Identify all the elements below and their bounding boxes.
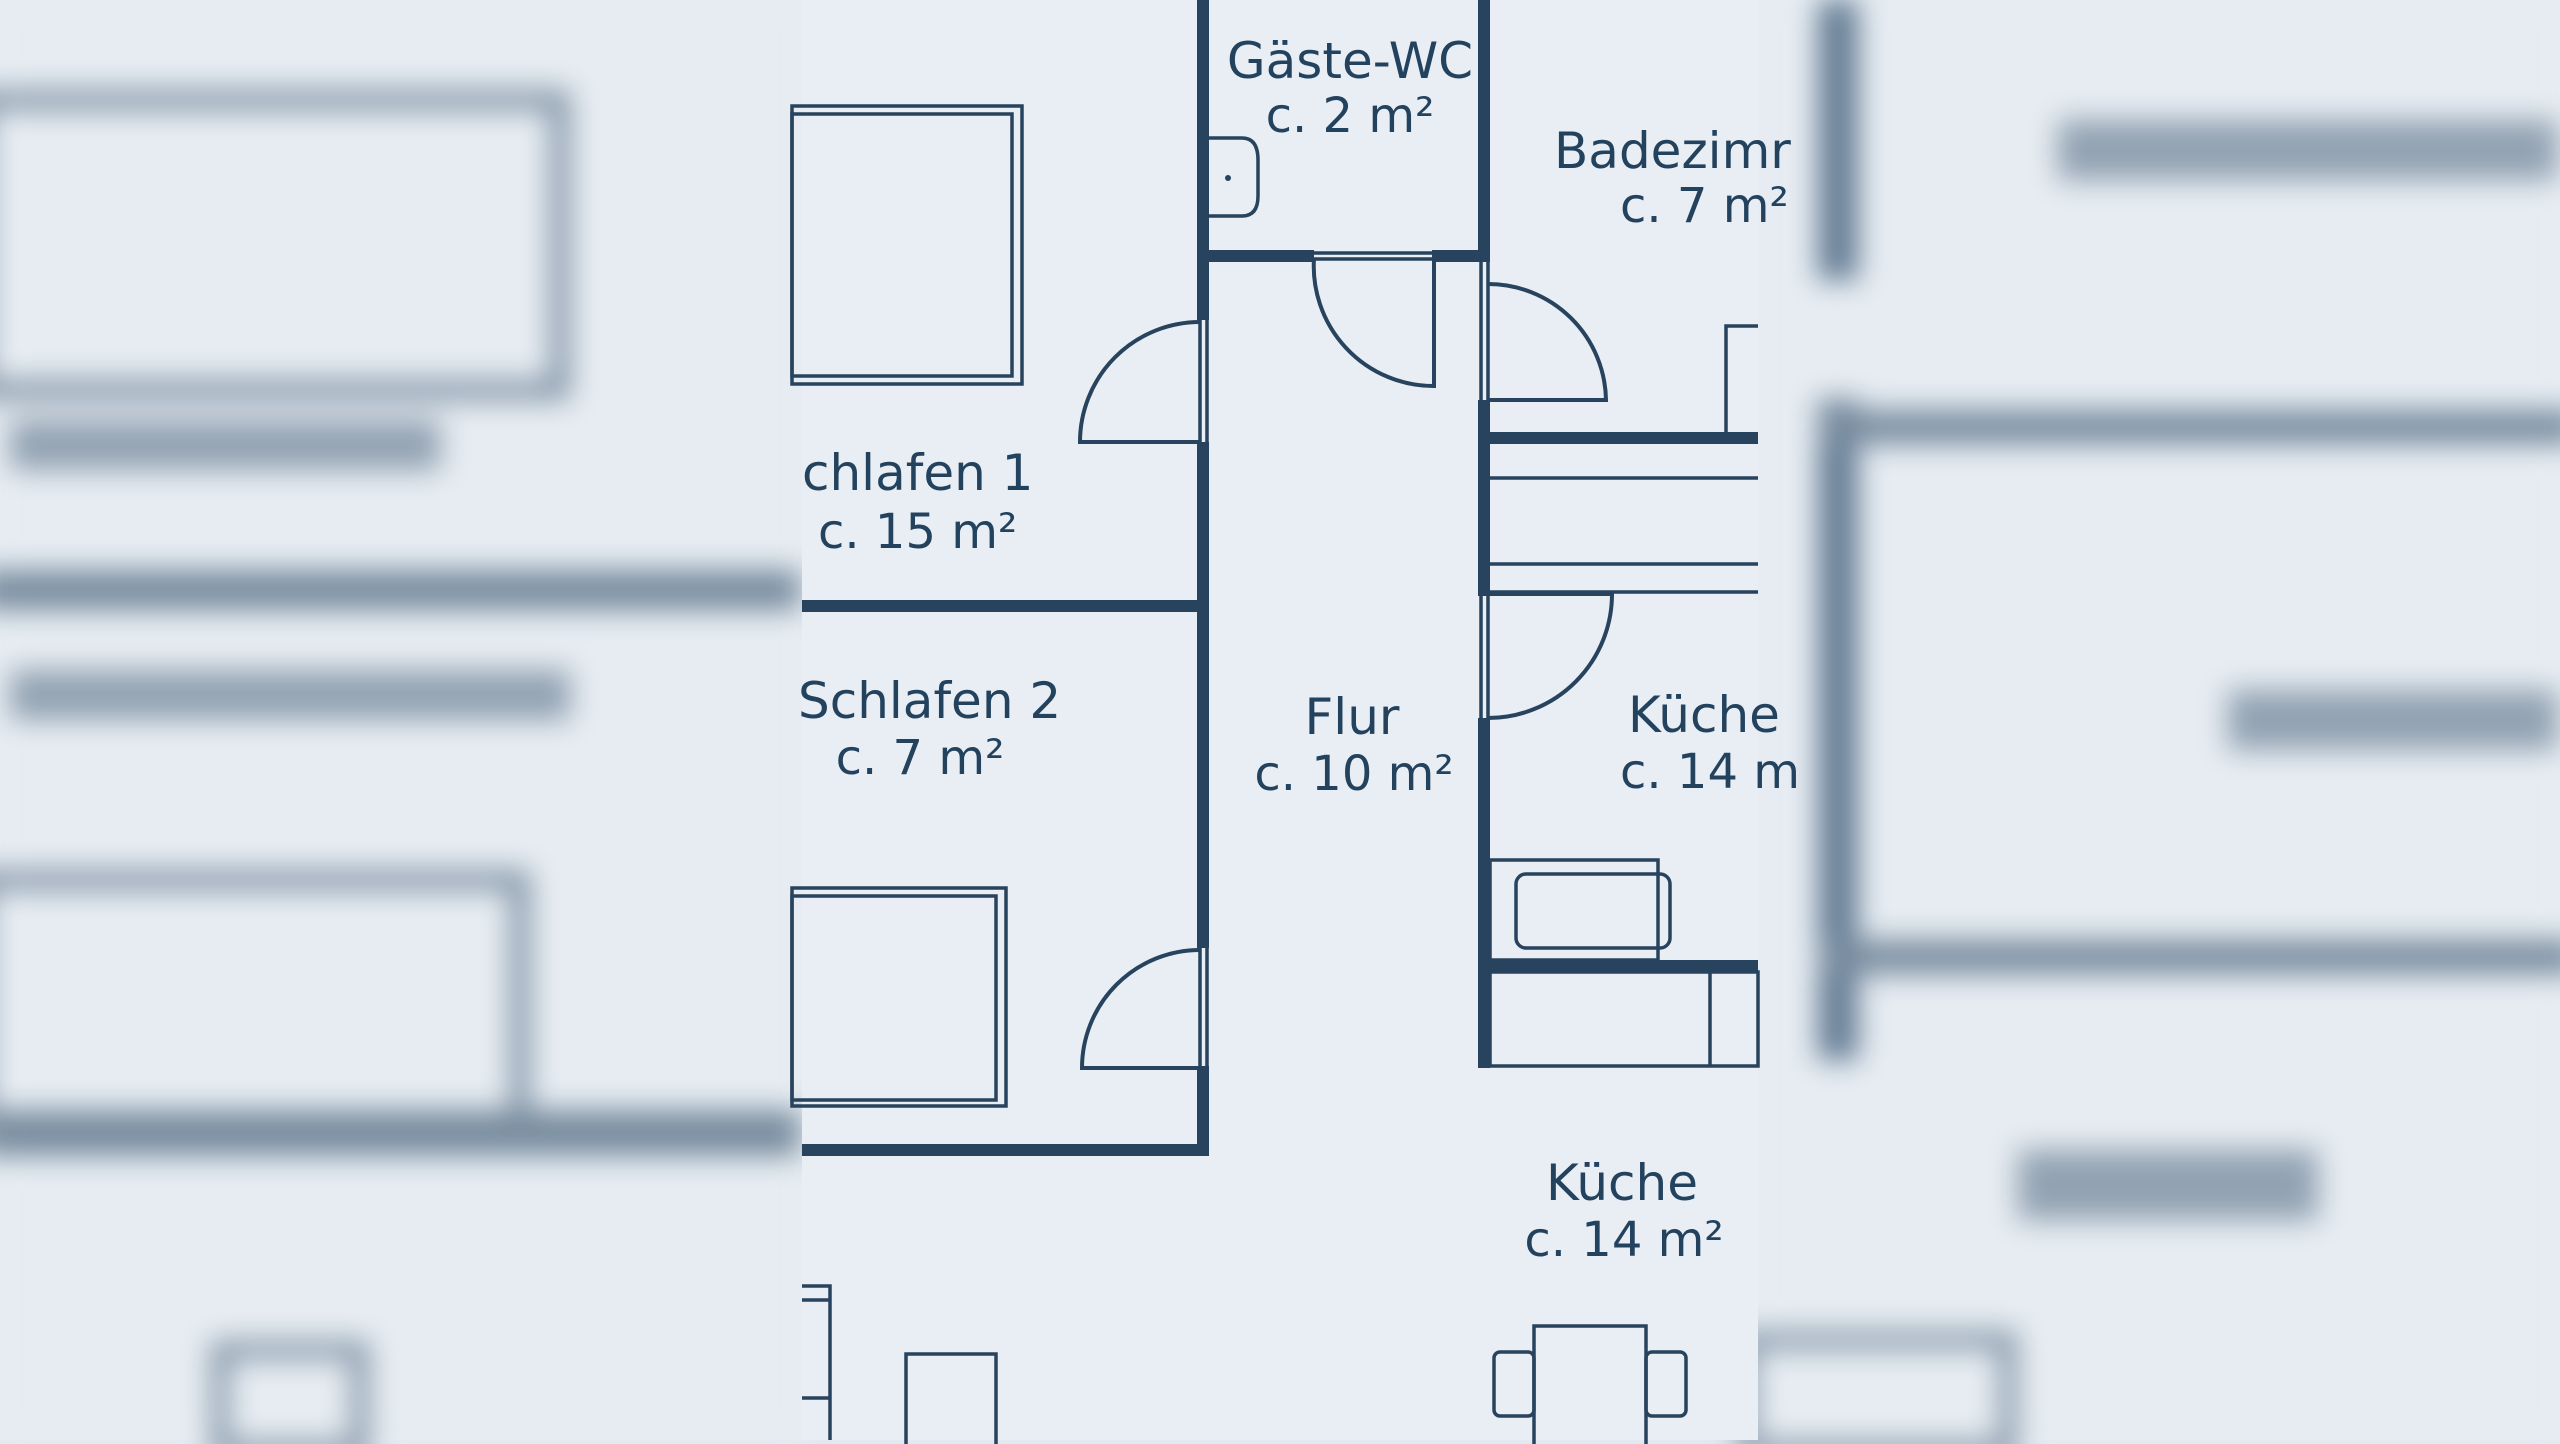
wc-bottom-wall-left <box>1197 250 1314 262</box>
room-area-badezimmer: c. 7 m² <box>1620 178 1789 234</box>
bath-fixture <box>1724 324 1758 432</box>
kitchen-counter-wall <box>1478 960 1758 972</box>
room-name-schlafen-2: Schlafen 2 <box>798 672 1061 730</box>
blurred-background-right <box>1740 0 2560 1444</box>
bedroom-divider-wall <box>802 600 1209 612</box>
corridor-left-wall-middle <box>1197 442 1209 948</box>
room-area-kueche-lower: c. 14 m² <box>1524 1212 1723 1268</box>
door-schlafen-2 <box>1079 948 1201 1070</box>
bedroom-bottom-wall <box>802 1144 1209 1156</box>
corridor-left-wall-upper <box>1197 0 1209 320</box>
kitchen-counter <box>1488 970 1760 1068</box>
left-edge-furniture <box>802 1284 832 1440</box>
door-schlafen-1 <box>1077 320 1201 444</box>
room-label-kueche-lower: Küche c. 14 m² <box>1524 1154 1723 1268</box>
storage-shelves <box>1490 476 1758 594</box>
room-label-gaeste-wc: Gäste-WC c. 2 m² <box>1227 32 1473 144</box>
room-name-schlafen-1: chlafen 1 <box>802 444 1033 502</box>
door-kueche <box>1487 592 1615 720</box>
floor-plan: Gäste-WC c. 2 m² Badezimr c. 7 m² chlafe… <box>790 0 1800 1444</box>
bed-schlafen-1 <box>790 104 1024 386</box>
corridor-left-wall-lower <box>1197 1066 1209 1156</box>
room-name-kueche-upper: Küche <box>1628 686 1780 744</box>
room-area-kueche-upper: c. 14 m <box>1620 744 1800 800</box>
room-name-gaeste-wc: Gäste-WC <box>1227 32 1473 90</box>
room-name-flur: Flur <box>1305 688 1400 746</box>
door-badezimmer <box>1487 282 1609 402</box>
toilet <box>1209 136 1260 218</box>
kitchen-sink <box>1488 858 1672 962</box>
room-label-kueche-upper: Küche c. 14 m <box>1620 686 1800 800</box>
bath-bottom-wall <box>1478 432 1758 444</box>
corridor-right-wall-lower <box>1478 718 1490 1068</box>
room-area-gaeste-wc: c. 2 m² <box>1266 88 1435 144</box>
wc-bottom-wall-right <box>1432 250 1490 262</box>
room-name-badezimmer: Badezimr <box>1554 122 1791 180</box>
room-label-badezimmer: Badezimr c. 7 m² <box>1554 122 1791 234</box>
room-name-kueche-lower: Küche <box>1546 1154 1698 1212</box>
floor-plan-drawing: Gäste-WC c. 2 m² Badezimr c. 7 m² chlafe… <box>790 0 1800 1444</box>
room-label-flur: Flur c. 10 m² <box>1254 688 1453 802</box>
room-label-schlafen-2: Schlafen 2 c. 7 m² <box>798 672 1061 786</box>
bed-schlafen-2 <box>790 886 1008 1108</box>
door-gaeste-wc <box>1311 257 1436 389</box>
corridor-right-wall-middle <box>1478 400 1490 596</box>
room-area-flur: c. 10 m² <box>1254 746 1453 802</box>
room-label-schlafen-1: chlafen 1 c. 15 m² <box>802 444 1033 560</box>
dining-table <box>1492 1324 1688 1444</box>
corridor-right-wall-upper <box>1478 0 1490 262</box>
room-area-schlafen-2: c. 7 m² <box>836 730 1005 786</box>
blurred-background-left <box>0 0 802 1444</box>
room-area-schlafen-1: c. 15 m² <box>818 504 1017 560</box>
side-cabinet <box>904 1352 998 1444</box>
